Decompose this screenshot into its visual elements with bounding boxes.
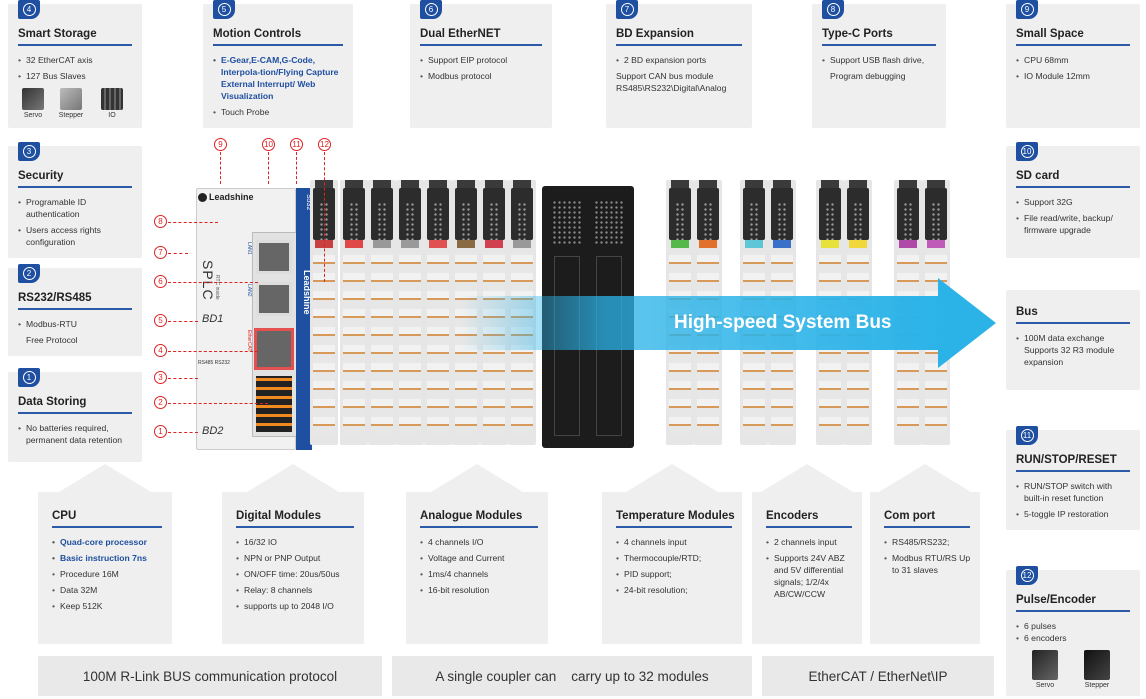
badge-4: 4 [18,0,40,19]
card-security: 3 Security Programable ID authentication… [8,142,142,258]
card-sd-card: 10 SD card Support 32G File read/write, … [1006,142,1140,258]
strip-rlink: 100M R-Link BUS communication protocol [38,656,382,696]
io-module [396,180,424,445]
callout-8: 8 [154,215,167,228]
callout-5: 5 [154,314,167,327]
card-smart-storage: 4 Smart Storage 32 EtherCAT axis 127 Bus… [8,0,142,128]
callout-9: 9 [214,138,227,151]
badge-1: 1 [18,368,40,387]
badge-8: 8 [822,0,844,19]
io-icon: IO [100,88,124,119]
bus-label: High-speed System Bus [674,312,892,333]
badge-2: 2 [18,264,40,283]
callout-1: 1 [154,425,167,438]
stepper-icon: Stepper [1080,650,1114,689]
badge-11: 11 [1016,426,1038,445]
card-data-storing: 1 Data Storing No batteries required, pe… [8,368,142,462]
badge-3: 3 [18,142,40,161]
badge-7: 7 [616,0,638,19]
callout-12: 12 [318,138,331,151]
model-label: S532 [305,194,312,211]
strip-coupler: A single coupler can carry up to 32 modu… [392,656,752,696]
callout-3: 3 [154,371,167,384]
brand-vertical-label: Leadshine [302,270,312,315]
callout-2: 2 [154,396,167,409]
rs-header-label: RS485 RS232 [198,360,230,366]
card-cpu: CPU Quad-core processor Basic instructio… [38,464,172,644]
card-motion-controls: 5 Motion Controls E-Gear,E-CAM,G-Code, I… [203,0,353,128]
card-analogue-modules: Analogue Modules 4 channels I/O Voltage … [406,464,548,644]
cpu-blue-strip [296,188,312,450]
io-module [368,180,396,445]
lan1-label: LAN1 [246,242,252,255]
card-digital-modules: Digital Modules 16/32 IO NPN or PNP Outp… [222,464,364,644]
lan2-label: LAN2 [246,284,252,297]
card-type-c-ports: 8 Type-C Ports Support USB flash drive, … [812,0,946,128]
card-small-space: 9 Small Space CPU 68mm IO Module 12mm [1006,0,1140,128]
badge-5: 5 [213,0,235,19]
io-module [424,180,452,445]
card-rs232-rs485: 2 RS232/RS485 Modbus-RTU Free Protocol [8,264,142,356]
card-bd-expansion: 7 BD Expansion 2 BD expansion ports Supp… [606,0,752,128]
card-com-port: Com port RS485/RS232; Modbus RTU/RS Up t… [870,464,980,644]
callout-6: 6 [154,275,167,288]
lan1-port [256,240,292,274]
badge-6: 6 [420,0,442,19]
badge-12: 12 [1016,566,1038,585]
card-dual-ethernet: 6 Dual EtherNET Support EIP protocol Mod… [410,0,552,128]
stepper-icon: Stepper [56,88,86,119]
callout-11: 11 [290,138,303,151]
card-bus: Bus 100M data exchange Supports 32 R3 mo… [1006,290,1140,390]
bd1-label: BD1 [202,313,224,325]
callout-10: 10 [262,138,275,151]
rtc-label: RTC inside [214,275,220,300]
card-title: Smart Storage [18,28,97,40]
io-module [340,180,368,445]
strip-ethercat: EtherCAT / EtherNet\IP [762,656,994,696]
card-pulse-encoder: 12 Pulse/Encoder 6 pulses 6 encoders Ser… [1006,566,1140,696]
ethercat-port [254,328,294,370]
card-encoders: Encoders 2 channels input Supports 24V A… [752,464,862,644]
brand-label: Leadshine [198,192,254,203]
rs485-terminal [256,376,292,432]
ethercat-label: EtherCAT [246,330,252,352]
leadshine-logo-icon [198,193,207,203]
system-bus-arrow: High-speed System Bus [460,278,996,368]
card-temperature-modules: Temperature Modules 4 channels input The… [602,464,742,644]
callout-4: 4 [154,344,167,357]
badge-10: 10 [1016,142,1038,161]
servo-icon: Servo [1030,650,1060,689]
bd2-label: BD2 [202,425,224,437]
lan2-port [256,282,292,316]
servo-icon: Servo [20,88,46,119]
callout-7: 7 [154,246,167,259]
badge-9: 9 [1016,0,1038,19]
card-run-stop-reset: 11 RUN/STOP/RESET RUN/STOP switch with b… [1006,426,1140,530]
